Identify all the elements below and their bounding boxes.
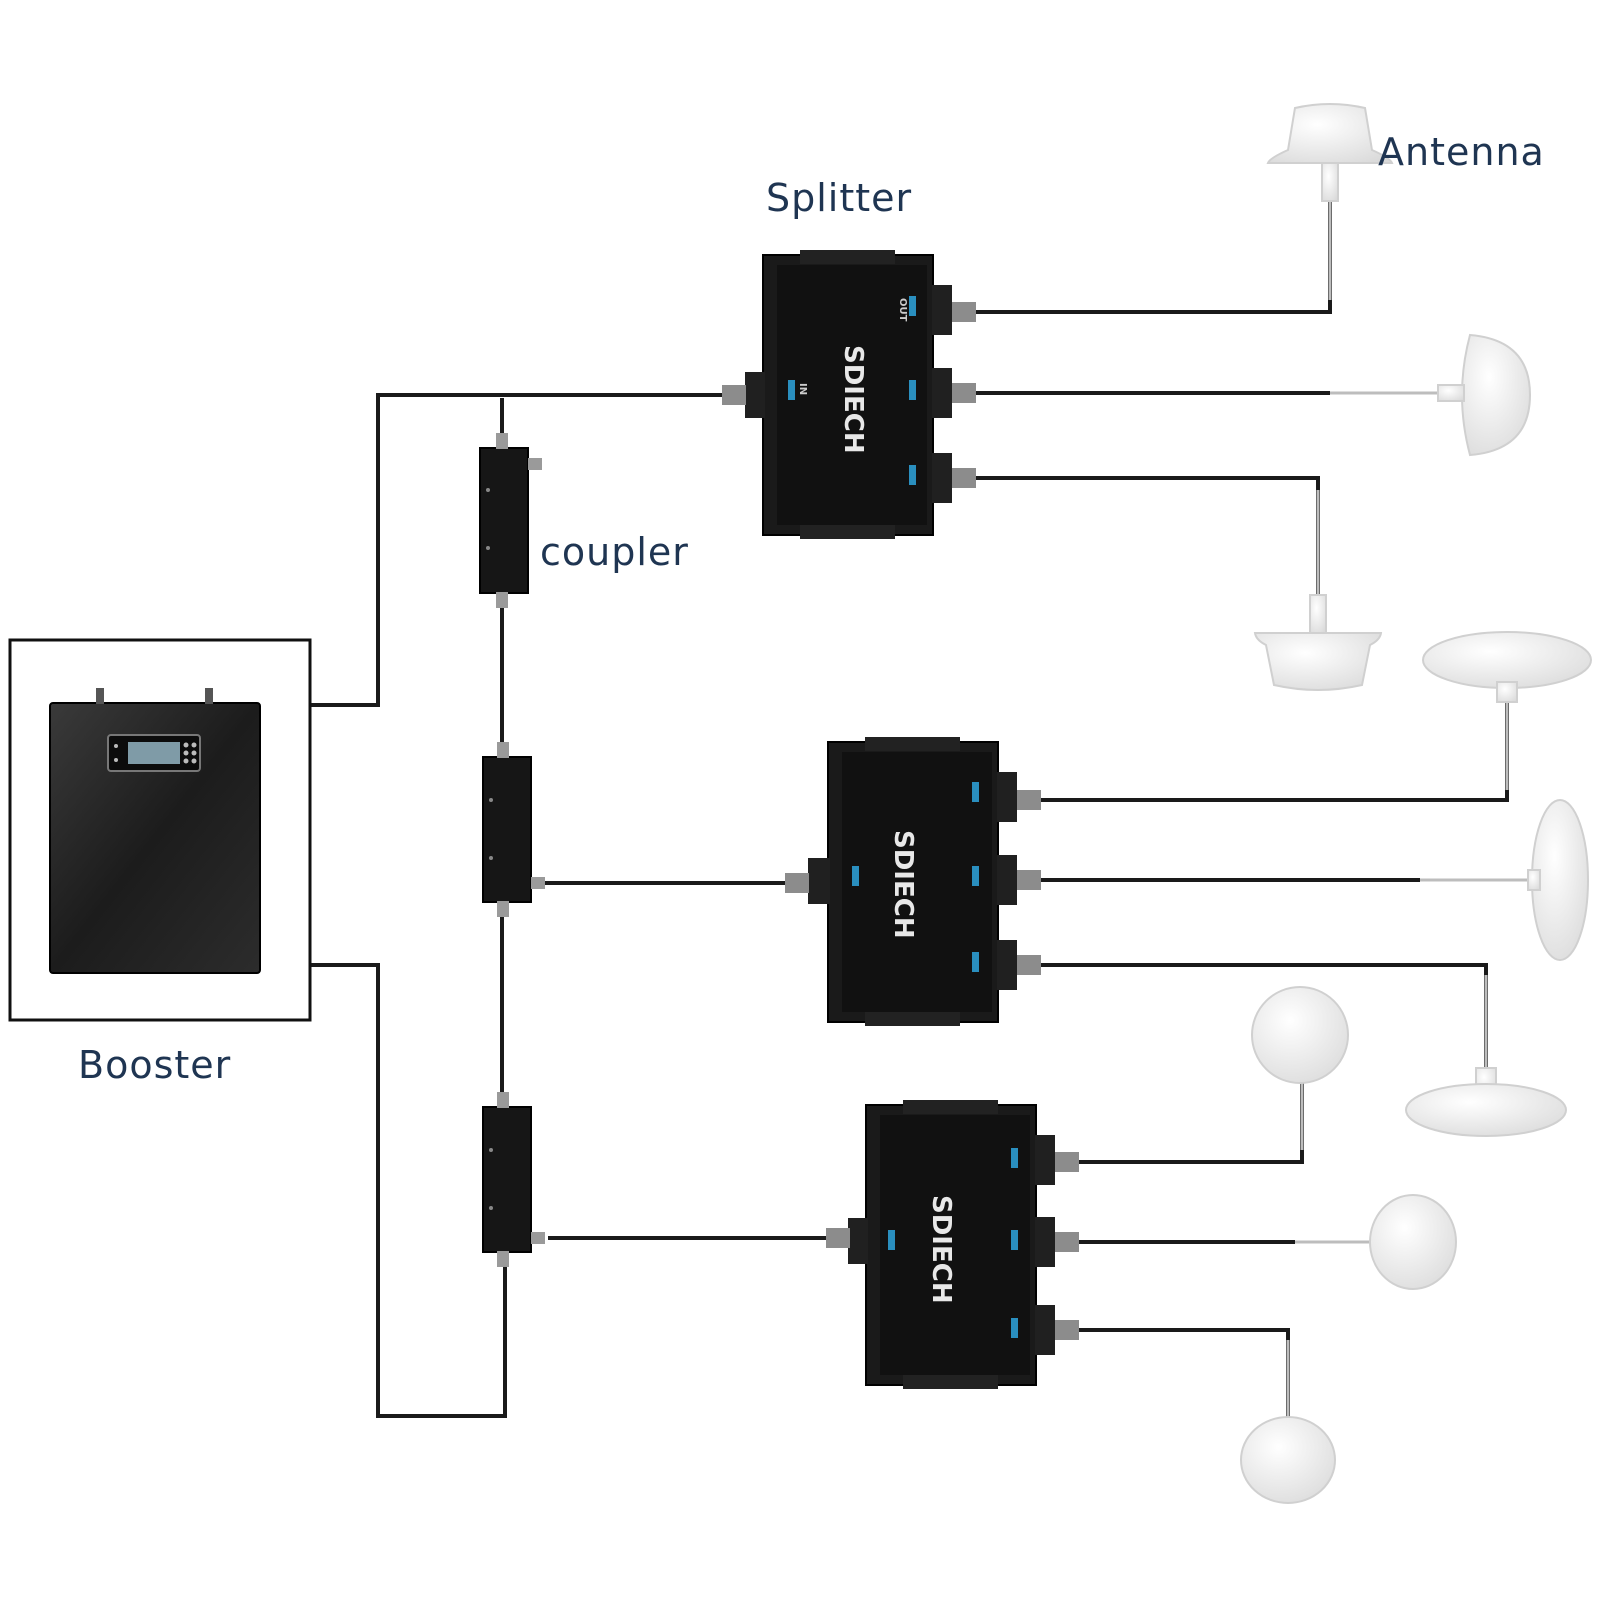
- splitter-brand: SDIECH: [888, 830, 918, 939]
- cable-s2-out1: [1040, 700, 1509, 802]
- coupler-icon: [482, 1092, 545, 1267]
- flat-disc-antenna-icon: [1527, 799, 1589, 961]
- splitter-input-port: IN: [797, 383, 808, 395]
- booster-unit-icon: [49, 688, 261, 974]
- flat-disc-antenna-icon: [1422, 631, 1592, 703]
- splitter-box-icon: SDIECH OUT IN: [722, 250, 976, 539]
- antenna-1: [1266, 103, 1394, 202]
- antenna-9: [1240, 1416, 1336, 1504]
- coupler-1: [479, 433, 542, 608]
- cable-s1-out3: [975, 476, 1320, 600]
- cable-s3-out3: [1078, 1328, 1290, 1420]
- splitter-3: SDIECH: [826, 1100, 1079, 1389]
- splitter-2: SDIECH: [785, 737, 1041, 1026]
- splitter-box-icon: SDIECH: [826, 1100, 1079, 1389]
- cable-booster-to-coupler-chain: [310, 963, 507, 1418]
- splitter-brand: SDIECH: [838, 345, 868, 454]
- flat-disc-antenna-icon: [1405, 1067, 1567, 1137]
- coupler-label: coupler: [540, 530, 689, 574]
- flat-disc-antenna-icon: [1369, 1194, 1457, 1290]
- splitter-output-port: OUT: [897, 298, 908, 322]
- flat-disc-antenna-icon: [1251, 986, 1349, 1084]
- ceiling-omni-antenna-icon: [1253, 594, 1383, 691]
- antenna-8: [1369, 1194, 1457, 1290]
- coupler-2: [482, 742, 545, 917]
- antenna-feeds: [1286, 198, 1530, 1420]
- splitter-brand: SDIECH: [926, 1195, 956, 1304]
- antenna-7: [1251, 986, 1349, 1084]
- antenna-6: [1405, 1067, 1567, 1137]
- cable-s3-out1: [1078, 1075, 1304, 1164]
- booster-label: Booster: [78, 1043, 232, 1087]
- coupler-icon: [479, 433, 542, 608]
- antennas: [1240, 103, 1592, 1504]
- cable-s1-out1: [975, 198, 1332, 314]
- splitter-1: SDIECH OUT IN: [722, 250, 976, 539]
- antenna-2: [1437, 333, 1532, 457]
- splitter-label: Splitter: [766, 176, 913, 220]
- panel-antenna-icon: [1437, 333, 1532, 457]
- antenna-label: Antenna: [1378, 130, 1545, 174]
- antenna-5: [1527, 799, 1589, 961]
- booster: [8, 638, 312, 1022]
- antenna-4: [1422, 631, 1592, 703]
- flat-disc-antenna-icon: [1240, 1416, 1336, 1504]
- antenna-3: [1253, 594, 1383, 691]
- ceiling-omni-antenna-icon: [1266, 103, 1394, 202]
- coupler-icon: [482, 742, 545, 917]
- cable-booster-to-splitter-1: [310, 393, 725, 707]
- splitter-box-icon: SDIECH: [785, 737, 1041, 1026]
- coupler-3: [482, 1092, 545, 1267]
